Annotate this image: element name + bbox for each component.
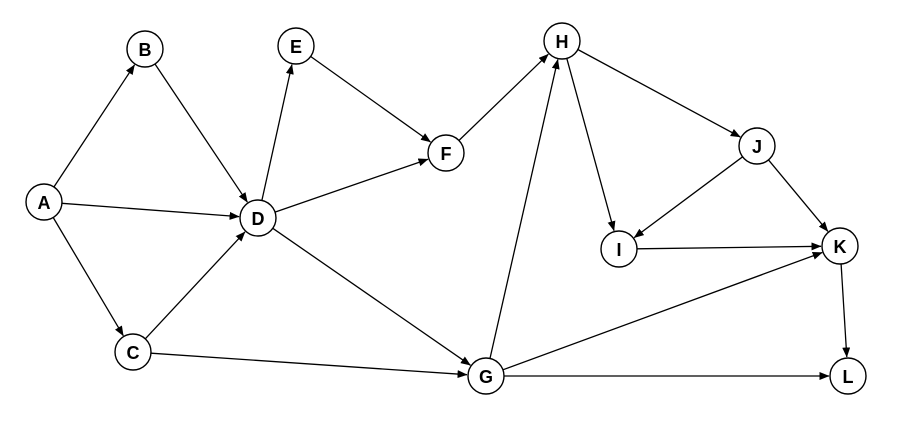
nodes-layer: A B C D E F G H I J K L <box>25 22 867 395</box>
node-c: C <box>114 333 152 371</box>
edge-a-b <box>53 64 136 188</box>
node-label: L <box>843 367 854 387</box>
edge-f-h <box>458 53 549 141</box>
edge-c-d <box>144 231 246 340</box>
node-label: G <box>479 367 493 387</box>
node-k: K <box>821 227 859 265</box>
edge-i-k <box>636 242 822 251</box>
edge-g-h <box>489 59 560 359</box>
node-d: D <box>239 199 277 237</box>
node-f: F <box>427 134 465 172</box>
edge-j-i <box>633 156 743 239</box>
node-circle <box>427 134 465 172</box>
node-label: K <box>834 237 847 257</box>
edge-h-i <box>566 58 616 232</box>
edge-g-k <box>502 251 823 371</box>
node-circle <box>821 227 859 265</box>
node-label: E <box>290 37 302 57</box>
edge-e-f <box>310 55 431 143</box>
node-h: H <box>543 22 581 60</box>
node-j: J <box>738 127 776 165</box>
node-label: F <box>441 144 452 164</box>
node-circle <box>126 30 164 68</box>
node-label: I <box>616 240 621 260</box>
edge-d-f <box>274 158 429 213</box>
edge-k-l <box>840 263 851 358</box>
node-label: J <box>752 137 762 157</box>
node-circle <box>738 127 776 165</box>
node-b: B <box>126 30 164 68</box>
node-circle <box>239 199 277 237</box>
edges-layer <box>52 48 851 380</box>
node-circle <box>467 357 505 395</box>
node-circle <box>25 183 63 221</box>
node-g: G <box>467 357 505 395</box>
node-circle <box>277 27 315 65</box>
node-l: L <box>829 357 867 395</box>
node-circle <box>600 230 638 268</box>
edge-d-e <box>261 64 294 201</box>
edge-h-j <box>577 48 741 138</box>
node-e: E <box>277 27 315 65</box>
node-label: H <box>556 32 569 52</box>
node-i: I <box>600 230 638 268</box>
node-label: D <box>252 209 265 229</box>
edge-j-k <box>768 159 829 232</box>
node-circle <box>114 333 152 371</box>
edge-a-c <box>52 217 124 337</box>
node-circle <box>543 22 581 60</box>
node-label: B <box>139 40 152 60</box>
edge-d-g <box>272 227 471 366</box>
node-label: A <box>38 193 51 213</box>
edge-a-d <box>61 202 240 220</box>
node-label: C <box>127 343 140 363</box>
node-circle <box>829 357 867 395</box>
edge-c-g <box>150 352 468 379</box>
node-a: A <box>25 183 63 221</box>
edge-b-d <box>154 63 248 203</box>
